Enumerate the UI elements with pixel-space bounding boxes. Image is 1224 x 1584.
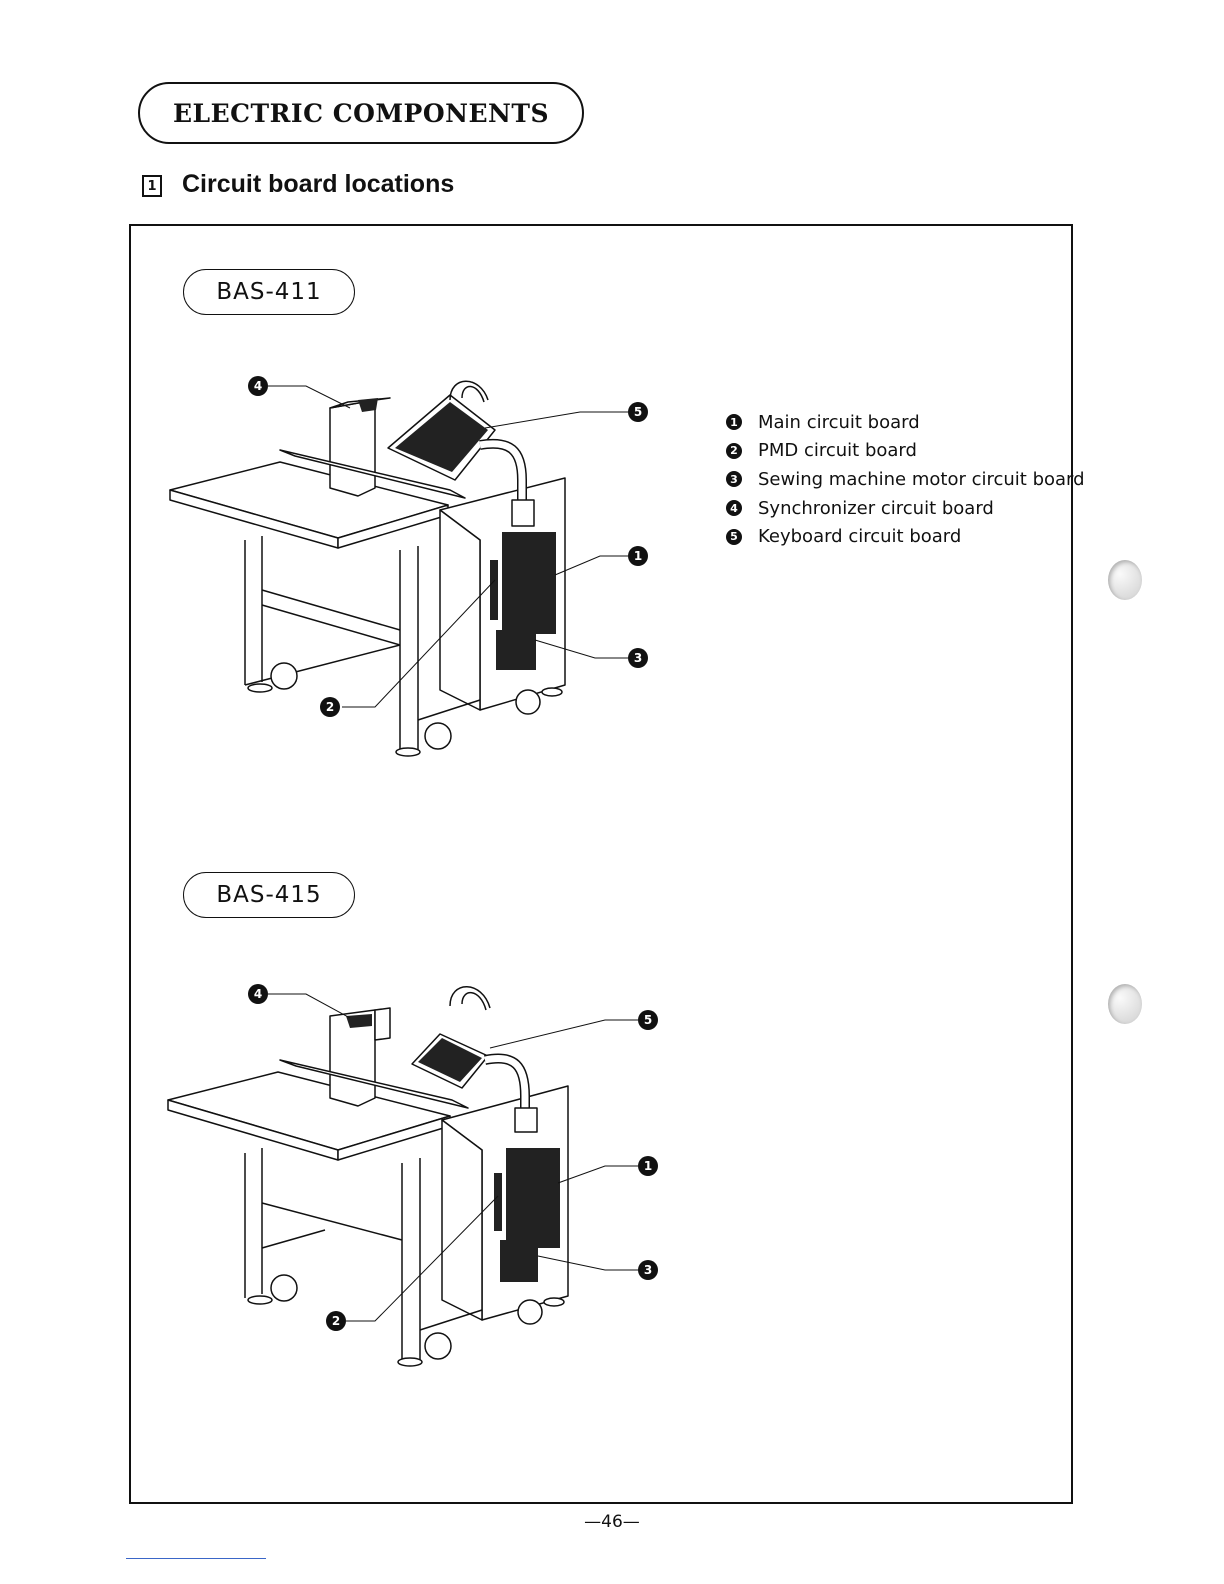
legend-item: 2 PMD circuit board xyxy=(726,437,1085,466)
legend-item: 1 Main circuit board xyxy=(726,408,1085,437)
legend-number: 3 xyxy=(726,471,742,487)
subsection-title: Circuit board locations xyxy=(182,170,454,199)
section-title: ELECTRIC COMPONENTS xyxy=(138,82,584,144)
legend-label: Keyboard circuit board xyxy=(758,526,961,547)
legend-item: 3 Sewing machine motor circuit board xyxy=(726,465,1085,494)
legend-item: 5 Keyboard circuit board xyxy=(726,522,1085,551)
legend: 1 Main circuit board 2 PMD circuit board… xyxy=(726,408,1085,551)
callout-2: 2 xyxy=(326,700,334,714)
callout-5: 5 xyxy=(644,1013,652,1027)
footer-rule xyxy=(126,1558,266,1559)
legend-label: Sewing machine motor circuit board xyxy=(758,469,1085,490)
legend-number: 2 xyxy=(726,443,742,459)
binder-hole xyxy=(1108,984,1142,1024)
callout-1: 1 xyxy=(644,1159,652,1173)
callout-4: 4 xyxy=(254,987,262,1001)
callout-3: 3 xyxy=(634,651,642,665)
page-number: —46— xyxy=(0,1512,1224,1532)
callout-1: 1 xyxy=(634,549,642,563)
callout-3: 3 xyxy=(644,1263,652,1277)
legend-number: 5 xyxy=(726,529,742,545)
machine-drawing-bas-415: 4 5 1 3 2 xyxy=(150,968,670,1388)
callout-2: 2 xyxy=(332,1314,340,1328)
model-label-bas-411: BAS-411 xyxy=(183,269,355,315)
legend-number: 4 xyxy=(726,500,742,516)
binder-hole xyxy=(1108,560,1142,600)
callout-5: 5 xyxy=(634,405,642,419)
legend-label: Synchronizer circuit board xyxy=(758,498,994,519)
callout-4: 4 xyxy=(254,379,262,393)
legend-number: 1 xyxy=(726,414,742,430)
model-label-bas-415: BAS-415 xyxy=(183,872,355,918)
legend-label: Main circuit board xyxy=(758,412,920,433)
machine-drawing-bas-411: 4 5 1 3 2 xyxy=(150,360,670,780)
legend-label: PMD circuit board xyxy=(758,440,917,461)
legend-item: 4 Synchronizer circuit board xyxy=(726,494,1085,523)
subsection-number: 1 xyxy=(142,175,162,197)
